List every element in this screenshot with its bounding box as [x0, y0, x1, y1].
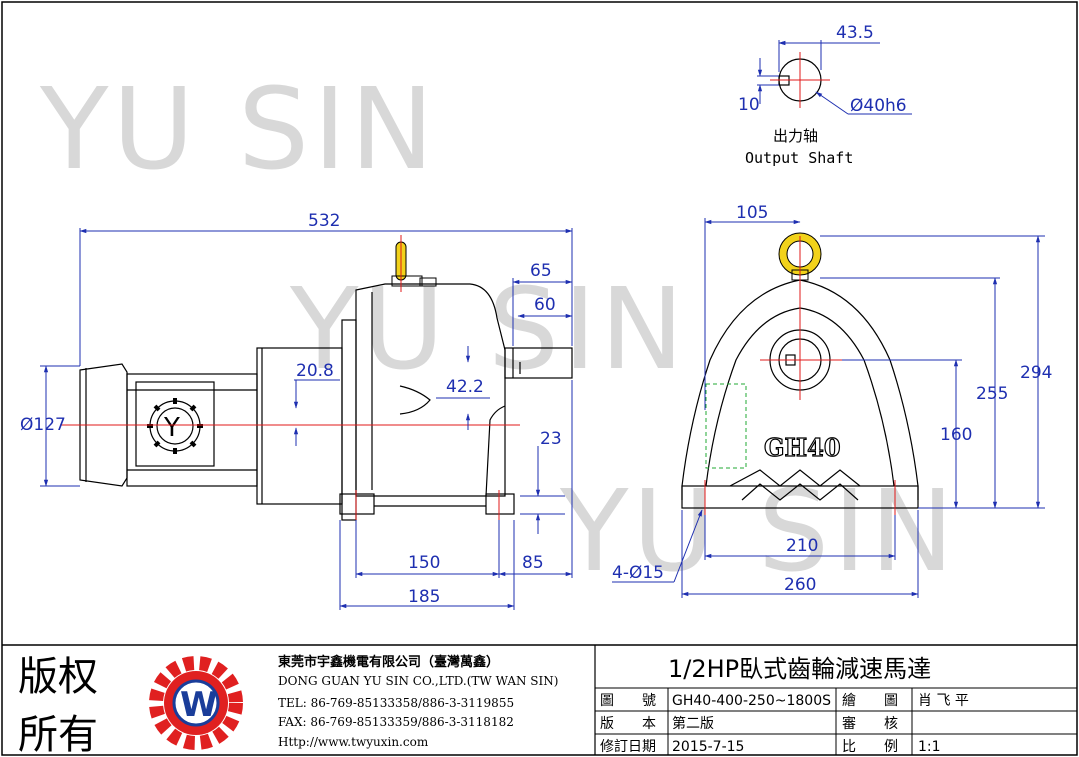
row-value-scale: 1:1 [918, 739, 941, 755]
output-shaft-label-cn: 出力轴 [773, 127, 818, 145]
output-shaft-view: 43.5 10 Ø40h6 出力轴 Output Shaft [738, 23, 912, 167]
drawing-title: 1/2HP臥式齒輪減速馬達 [668, 655, 931, 683]
side-base-right [485, 493, 515, 515]
dim-hole-spacing: 210 [786, 536, 818, 556]
row-label-version: 版 本 [600, 716, 656, 732]
dim-base-total: 185 [408, 587, 440, 607]
dim-base-height: 23 [540, 429, 562, 449]
dim-shaft-diameter: Ø40h6 [850, 96, 907, 116]
row-label-scale: 比 例 [842, 739, 898, 755]
dim-shaft-width: 43.5 [836, 23, 874, 43]
company-name-en: DONG GUAN YU SIN CO.,LTD.(TW WAN SIN) [278, 674, 558, 688]
dim-motor-diameter: Ø127 [20, 415, 66, 435]
row-value-drawn-by: 肖 飞 平 [918, 693, 969, 709]
front-view: GH40 105 294 255 160 210 260 [612, 203, 1052, 598]
company-web: Http://www.twyuxin.com [278, 735, 429, 749]
watermarks: YU SIN YU SIN YU SIN [39, 65, 958, 597]
dim-center-height: 160 [940, 425, 972, 445]
row-value-drawing-no: GH40-400-250~1800S [672, 693, 831, 709]
watermark-middle: YU SIN [289, 265, 688, 395]
watermark-bottom-right: YU SIN [559, 467, 958, 597]
company-name-cn: 東莞市宇鑫機電有限公司（臺灣萬鑫） [278, 654, 499, 670]
dim-holes: 4-Ø15 [612, 563, 664, 583]
side-base-left [339, 493, 375, 515]
side-view: Y 532 Ø127 [20, 211, 573, 610]
front-hidden-outline [705, 383, 747, 469]
output-shaft-label-en: Output Shaft [745, 149, 853, 167]
row-value-version: 第二版 [672, 715, 714, 732]
side-output-shaft [504, 347, 573, 379]
copyright-line1: 版权 [18, 654, 98, 700]
watermark-top-left: YU SIN [39, 65, 438, 195]
copyright-line2: 所有 [18, 712, 98, 757]
motor-nameplate [135, 381, 215, 467]
dim-offset-b: 42.2 [446, 377, 484, 397]
row-label-drawn-by: 繪 圖 [842, 692, 898, 709]
company-tel: TEL: 86-769-85133358/886-3-3119855 [278, 696, 514, 710]
row-label-checked: 審 核 [842, 716, 898, 732]
dim-half-width: 105 [736, 203, 768, 223]
row-label-revision-date: 修訂日期 [600, 739, 656, 755]
dim-housing-height: 255 [976, 384, 1008, 404]
row-label-drawing-no: 圖 號 [600, 693, 656, 709]
dim-overall-height: 294 [1020, 363, 1052, 383]
dim-shaft-length: 65 [530, 261, 552, 281]
logo-letter: W [180, 685, 218, 725]
front-base [681, 485, 919, 509]
gearbox-housing [355, 283, 506, 497]
row-value-revision-date: 2015-7-15 [672, 739, 744, 755]
dim-shaft-key: 10 [738, 95, 760, 115]
title-block: 版权 所有 W 東莞市宇鑫機電有限公司（臺灣萬鑫） DONG GUAN YU S… [2, 644, 1077, 757]
motor-logo-letter: Y [163, 413, 180, 443]
dim-base-overhang: 85 [522, 553, 544, 573]
dim-base-inner: 150 [408, 553, 440, 573]
dim-total-length: 532 [308, 211, 340, 231]
front-model-mark: GH40 [764, 433, 841, 462]
motor-y-logo: Y [147, 398, 203, 454]
dim-offset-a: 20.8 [296, 361, 334, 381]
company-logo: W [149, 656, 243, 750]
dim-base-width: 260 [784, 575, 816, 595]
dim-shaft-inner: 60 [534, 295, 556, 315]
company-fax: FAX: 86-769-85133359/886-3-3118182 [278, 715, 514, 729]
